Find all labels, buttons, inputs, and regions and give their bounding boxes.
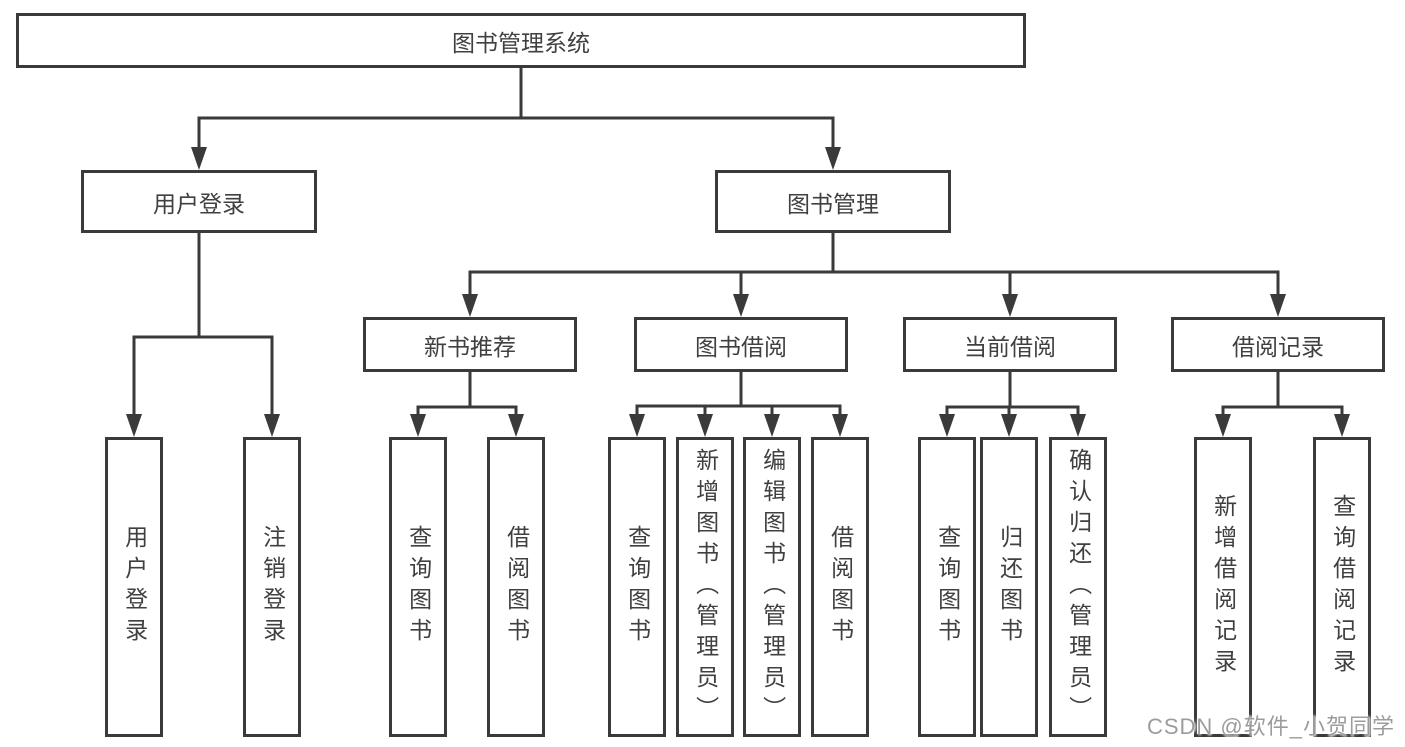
connector-borrowing-records-children xyxy=(1215,370,1350,437)
leaf-add-books-label: 新增图书（管理员） xyxy=(692,447,719,727)
leaf-user-login-label: 用户登录 xyxy=(121,525,148,649)
leaf-query-books-1-label: 查询图书 xyxy=(405,525,432,649)
node-current-borrowing: 当前借阅 xyxy=(903,317,1117,372)
node-borrowing-records-label: 借阅记录 xyxy=(1232,333,1324,360)
leaf-query-books-3: 查询图书 xyxy=(918,437,976,737)
leaf-confirm-return-label: 确认归还（管理员） xyxy=(1065,447,1092,727)
leaf-logout-label: 注销登录 xyxy=(259,525,286,649)
leaf-return-books-label: 归还图书 xyxy=(996,525,1023,649)
leaf-confirm-return: 确认归还（管理员） xyxy=(1049,437,1107,737)
node-book-management: 图书管理 xyxy=(715,170,951,233)
node-user-login: 用户登录 xyxy=(81,170,317,233)
node-borrowing-records: 借阅记录 xyxy=(1171,317,1385,372)
leaf-logout: 注销登录 xyxy=(243,437,301,737)
connector-user-login-children xyxy=(126,231,280,437)
node-book-borrowing-label: 图书借阅 xyxy=(695,333,787,360)
leaf-add-borrow-record-label: 新增借阅记录 xyxy=(1210,494,1237,680)
leaf-query-books-2-label: 查询图书 xyxy=(624,525,651,649)
node-library-system-label: 图书管理系统 xyxy=(452,29,590,56)
connector-book-management-children xyxy=(462,231,1286,317)
leaf-borrow-books-1-label: 借阅图书 xyxy=(503,525,530,649)
leaf-borrow-books-2: 借阅图书 xyxy=(811,437,869,737)
node-book-borrowing: 图书借阅 xyxy=(634,317,848,372)
leaf-edit-books: 编辑图书（管理员） xyxy=(743,437,801,737)
leaf-user-login: 用户登录 xyxy=(105,437,163,737)
leaf-borrow-books-2-label: 借阅图书 xyxy=(827,525,854,649)
leaf-borrow-books-1: 借阅图书 xyxy=(487,437,545,737)
leaf-add-borrow-record: 新增借阅记录 xyxy=(1194,437,1252,737)
leaf-query-books-1: 查询图书 xyxy=(389,437,447,737)
node-library-system: 图书管理系统 xyxy=(16,13,1026,68)
leaf-add-books: 新增图书（管理员） xyxy=(676,437,734,737)
csdn-watermark: CSDN @软件_小贺同学 xyxy=(1146,714,1395,739)
leaf-query-borrow-record-label: 查询借阅记录 xyxy=(1329,494,1356,680)
connector-root-to-level1 xyxy=(191,66,841,170)
leaf-query-borrow-record: 查询借阅记录 xyxy=(1313,437,1371,737)
node-current-borrowing-label: 当前借阅 xyxy=(964,333,1056,360)
node-new-book-recommend: 新书推荐 xyxy=(363,317,577,372)
node-user-login-label: 用户登录 xyxy=(153,190,245,217)
connector-current-borrowing-children xyxy=(939,370,1086,437)
connector-new-book-recommend-children xyxy=(410,370,524,437)
leaf-edit-books-label: 编辑图书（管理员） xyxy=(759,447,786,727)
leaf-query-books-3-label: 查询图书 xyxy=(934,525,961,649)
leaf-return-books: 归还图书 xyxy=(980,437,1038,737)
node-book-management-label: 图书管理 xyxy=(787,190,879,217)
connector-book-borrowing-children xyxy=(629,370,848,437)
node-new-book-recommend-label: 新书推荐 xyxy=(424,333,516,360)
leaf-query-books-2: 查询图书 xyxy=(608,437,666,737)
